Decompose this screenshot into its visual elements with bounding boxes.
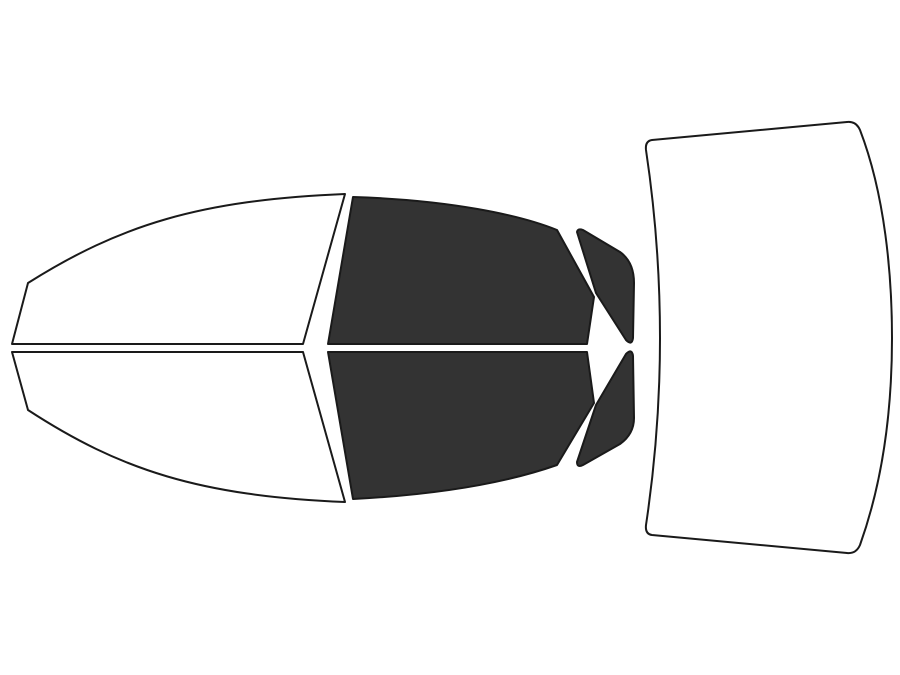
front-door-window-bottom[interactable]	[11, 351, 346, 503]
rear-windshield[interactable]	[644, 120, 893, 555]
rear-door-window-top[interactable]	[327, 196, 595, 345]
quarter-glass-top[interactable]	[576, 228, 635, 344]
quarter-glass-bottom[interactable]	[576, 350, 635, 467]
rear-door-window-bottom[interactable]	[327, 351, 595, 500]
front-door-window-top[interactable]	[11, 193, 346, 345]
